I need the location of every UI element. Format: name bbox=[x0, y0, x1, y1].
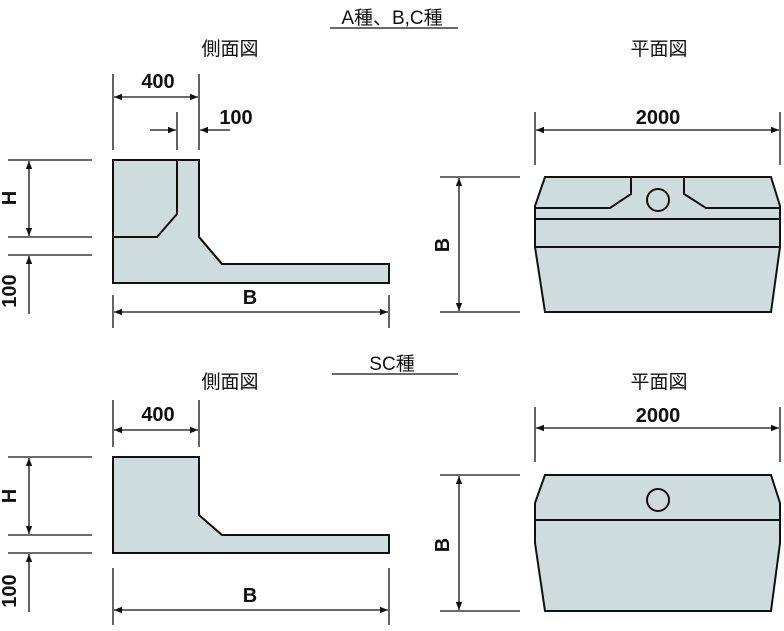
drain-hole-icon bbox=[646, 488, 670, 512]
plan-outline bbox=[534, 176, 781, 313]
side-view-label: 側面図 bbox=[201, 371, 258, 393]
retaining-wall-side-profile bbox=[112, 456, 390, 554]
dim-label-height: H bbox=[0, 489, 21, 503]
plan-view-abc: 平面図 2000 B bbox=[432, 39, 781, 313]
plan-view-label: 平面図 bbox=[630, 39, 687, 60]
retaining-wall-side-profile bbox=[112, 159, 390, 284]
dim-label-stem: 100 bbox=[219, 107, 252, 129]
dim-label-base-thickness: 100 bbox=[0, 274, 21, 307]
dim-label-top-width: 400 bbox=[141, 71, 174, 93]
rib-chamfer-line bbox=[198, 236, 223, 265]
drain-hole-icon bbox=[646, 188, 670, 212]
section-title: A種、B,C種 bbox=[341, 7, 442, 29]
dim-label-base-thickness: 100 bbox=[0, 574, 21, 607]
dim-label-plan-width: B bbox=[432, 238, 454, 252]
section-sc: SC種 側面図 400 H 100 B 平面図 bbox=[0, 353, 781, 625]
side-view-sc: 側面図 400 H 100 B bbox=[0, 371, 390, 625]
plan-view-label: 平面図 bbox=[630, 372, 687, 393]
section-abc: A種、B,C種 側面図 400 100 H 100 bbox=[0, 7, 781, 328]
plan-outline bbox=[534, 474, 781, 612]
inner-rib-line bbox=[113, 160, 178, 238]
plan-view-sc: 平面図 2000 B bbox=[432, 372, 781, 612]
plan-top-edge-detail bbox=[535, 177, 780, 209]
dim-label-top-width: 400 bbox=[141, 404, 174, 426]
section-title: SC種 bbox=[369, 353, 414, 375]
side-view-abc: 側面図 400 100 H 100 bbox=[0, 38, 390, 328]
dim-label-height: H bbox=[0, 191, 21, 205]
dim-label-plan-length: 2000 bbox=[636, 107, 681, 129]
dim-label-plan-length: 2000 bbox=[636, 405, 681, 427]
dim-label-plan-width: B bbox=[432, 538, 454, 552]
side-view-label: 側面図 bbox=[201, 38, 258, 60]
dim-label-base-length: B bbox=[243, 585, 257, 607]
dim-label-base-length: B bbox=[243, 287, 257, 309]
